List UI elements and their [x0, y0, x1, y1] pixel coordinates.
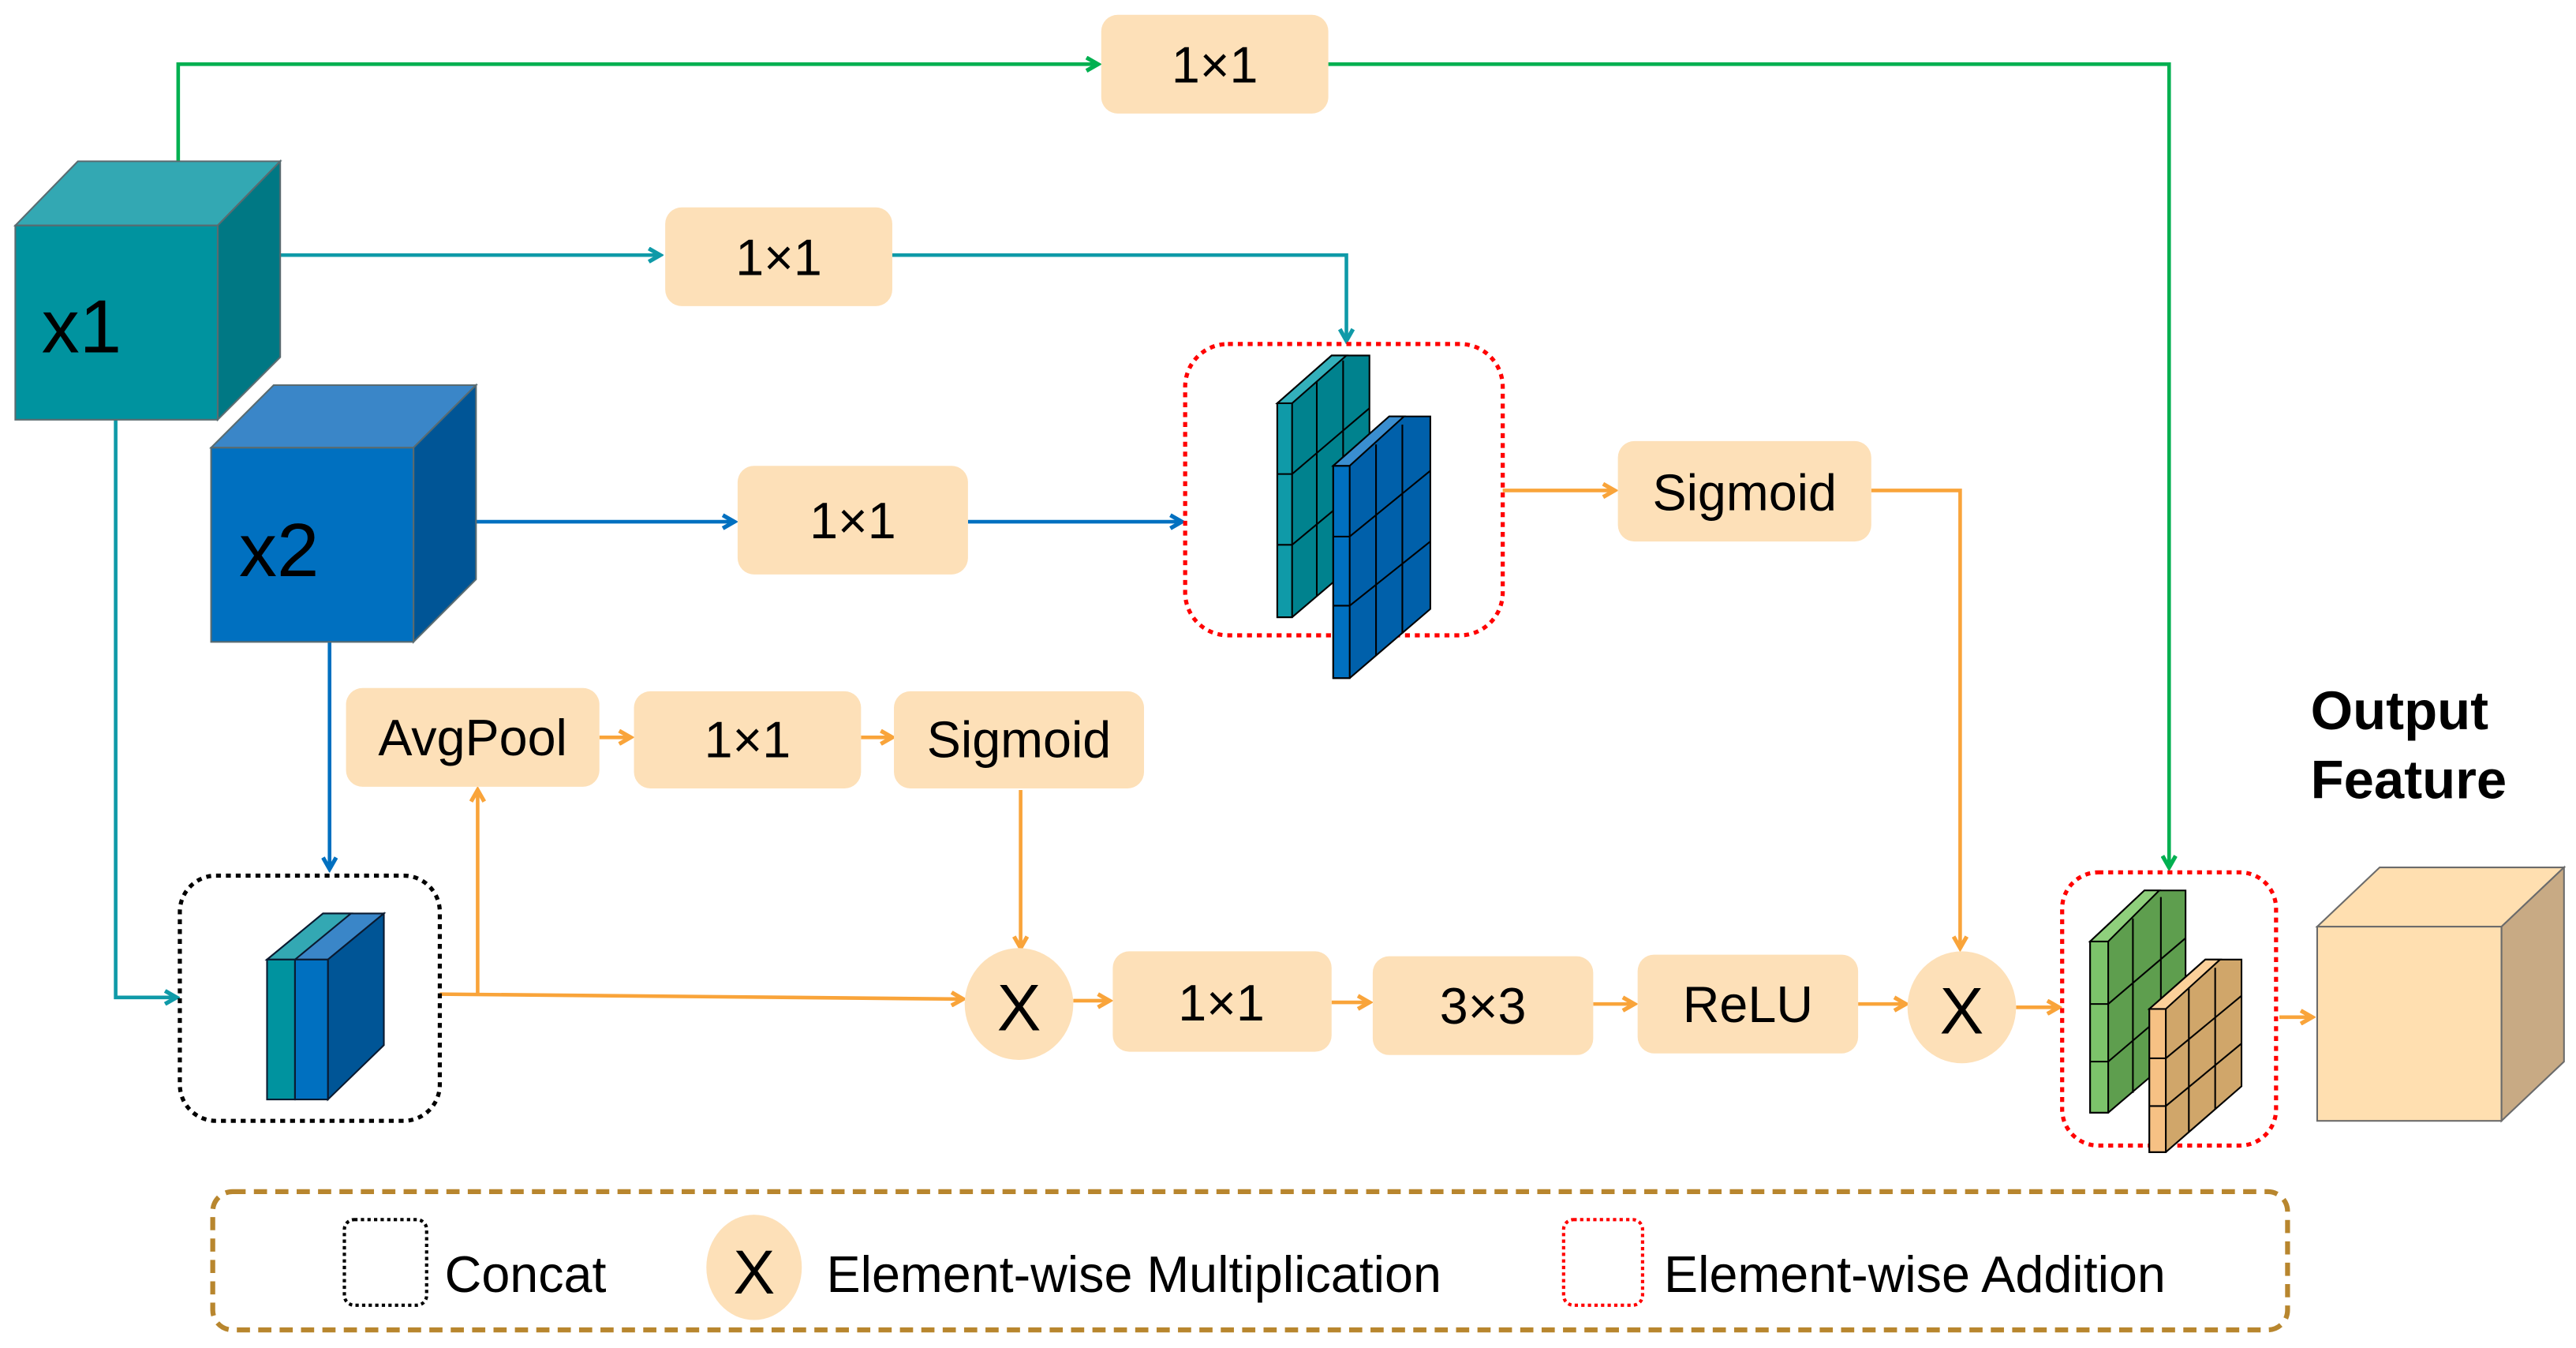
svg-text:3×3: 3×3 — [1440, 977, 1527, 1035]
svg-text:Element-wise Multiplication: Element-wise Multiplication — [827, 1245, 1441, 1303]
avgpool-box: AvgPool — [346, 687, 600, 787]
output-title-line2: Feature — [2311, 749, 2507, 810]
svg-text:1×1: 1×1 — [705, 710, 791, 768]
connectors — [114, 62, 2312, 1017]
blue-feature-grid — [1331, 415, 1431, 680]
arrow-top-conv-to-output-add — [1328, 62, 2170, 867]
top-conv-box: 1×1 — [1101, 14, 1329, 114]
sigmoid-upper-box: Sigmoid — [1617, 440, 1871, 542]
arrow-sigmoid-to-mult2 — [1871, 489, 1961, 948]
x2-label: x2 — [239, 508, 319, 593]
legend-item-concat: Concat — [342, 1218, 607, 1307]
concat-legend-icon — [342, 1218, 428, 1307]
addition-block-output — [2060, 870, 2279, 1153]
arrow-conv-to-add — [892, 253, 1347, 340]
svg-text:Sigmoid: Sigmoid — [1652, 463, 1836, 521]
tan-feature-grid — [2147, 958, 2243, 1153]
concat-block — [178, 873, 443, 1123]
output-title-line1: Output — [2311, 680, 2489, 741]
relu-box: ReLU — [1637, 954, 1859, 1054]
multiply-node-1: X — [964, 948, 1074, 1061]
multiply-node-2: X — [1907, 951, 2017, 1064]
legend-item-multiplication: X Element-wise Multiplication — [706, 1215, 1441, 1320]
svg-text:Element-wise Addition: Element-wise Addition — [1664, 1245, 2166, 1303]
sigmoid-lower-box: Sigmoid — [894, 691, 1145, 788]
svg-text:ReLU: ReLU — [1683, 975, 1813, 1033]
svg-text:X: X — [1940, 974, 1984, 1048]
x1-cube: x1 — [13, 159, 282, 422]
conv3-box: 3×3 — [1372, 956, 1594, 1055]
x1-conv-box: 1×1 — [665, 207, 892, 306]
svg-text:Sigmoid: Sigmoid — [927, 710, 1111, 768]
x1-label: x1 — [42, 284, 122, 369]
output-cube — [2315, 865, 2567, 1123]
x2-conv-box: 1×1 — [737, 466, 968, 575]
svg-text:1×1: 1×1 — [1178, 974, 1265, 1032]
addition-block-upper — [1183, 342, 1505, 680]
legend: Concat X Element-wise Multiplication Ele… — [210, 1189, 2290, 1333]
arrow-x1-to-concat — [114, 419, 177, 998]
svg-text:1×1: 1×1 — [809, 492, 896, 549]
svg-text:X: X — [997, 971, 1041, 1045]
svg-text:X: X — [733, 1237, 775, 1307]
mid-conv-box: 1×1 — [634, 691, 862, 788]
addition-legend-icon — [1561, 1218, 1645, 1307]
svg-text:Concat: Concat — [445, 1245, 607, 1303]
svg-text:1×1: 1×1 — [735, 228, 822, 286]
legend-item-addition: Element-wise Addition — [1561, 1218, 2166, 1307]
arrow-concat-to-mult1 — [439, 994, 963, 999]
svg-text:AvgPool: AvgPool — [378, 709, 567, 766]
svg-text:1×1: 1×1 — [1172, 36, 1258, 93]
concat-feature-icon — [264, 912, 387, 1102]
multiply-legend-icon — [706, 1215, 802, 1320]
arrow-x1-to-top-conv — [176, 64, 1098, 162]
x2-cube: x2 — [209, 383, 478, 644]
conv1-box: 1×1 — [1112, 951, 1332, 1052]
